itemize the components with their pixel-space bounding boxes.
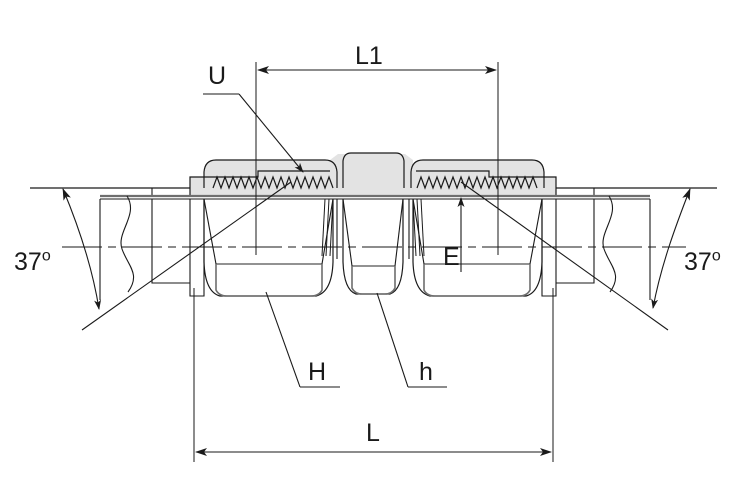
- U-leader-line: [238, 93, 304, 173]
- left-hex-nut-corner-left: [203, 198, 217, 265]
- dimension-label-U: U: [208, 62, 227, 90]
- right-collar-outline: [556, 199, 595, 284]
- angle-callout-right: [460, 181, 691, 331]
- thread-relief-ticks-left: [321, 198, 334, 257]
- center-hex-corner-left: [342, 198, 353, 267]
- dimension-label-H: H: [308, 358, 327, 386]
- dimension-label-h: h: [419, 358, 433, 386]
- right-hex-nut-corner-right: [529, 198, 543, 265]
- center-boss-fill: [343, 153, 404, 188]
- angle-left-value: 37: [14, 248, 42, 276]
- left-collar-outline: [151, 199, 190, 284]
- H-leader-line: [265, 291, 301, 388]
- left-hex-nut-bottom: [215, 264, 323, 297]
- center-hex-corner-right: [394, 198, 404, 267]
- thread-relief-ticks-right: [412, 198, 425, 257]
- degree-symbol-right: o: [711, 247, 721, 265]
- leader-H: [265, 291, 340, 388]
- left-sleeve-step: [151, 187, 190, 196]
- center-hex-bottom: [351, 266, 396, 295]
- dimension-L1: [255, 62, 499, 255]
- left-nut-outline: [203, 159, 338, 188]
- lower-elevation-view: [62, 195, 686, 300]
- right-sleeve-step: [556, 187, 595, 196]
- dimension-label-L1: L1: [355, 42, 383, 70]
- leader-h-small: [376, 292, 447, 388]
- right-hex-nut-bottom: [423, 264, 531, 297]
- h-leader-line: [376, 292, 409, 388]
- right-nut-outline: [410, 159, 545, 188]
- angle-callout-left: [62, 181, 292, 331]
- dimension-label-L: L: [366, 419, 380, 447]
- break-line-right: [602, 195, 616, 293]
- upper-section-view: [30, 152, 717, 200]
- body-slab-outline: [189, 170, 330, 196]
- angle-label-right: 37o: [684, 247, 721, 276]
- angle-right-value: 37: [684, 248, 712, 276]
- angle-arc-left: [62, 188, 102, 310]
- body-slab-outline-right: [416, 170, 557, 196]
- leader-U: [203, 93, 304, 173]
- center-boss-outline: [342, 152, 405, 188]
- left-hex-nut-face: [203, 199, 334, 297]
- degree-symbol-left: o: [41, 247, 51, 265]
- dimension-label-E: E: [443, 243, 460, 271]
- angle-arc-right: [651, 188, 691, 309]
- angle-leader-left: [81, 181, 292, 331]
- break-line-left: [120, 195, 134, 293]
- dimension-L: [193, 288, 554, 462]
- angle-label-left: 37o: [14, 247, 51, 276]
- angle-leader-right: [460, 181, 669, 331]
